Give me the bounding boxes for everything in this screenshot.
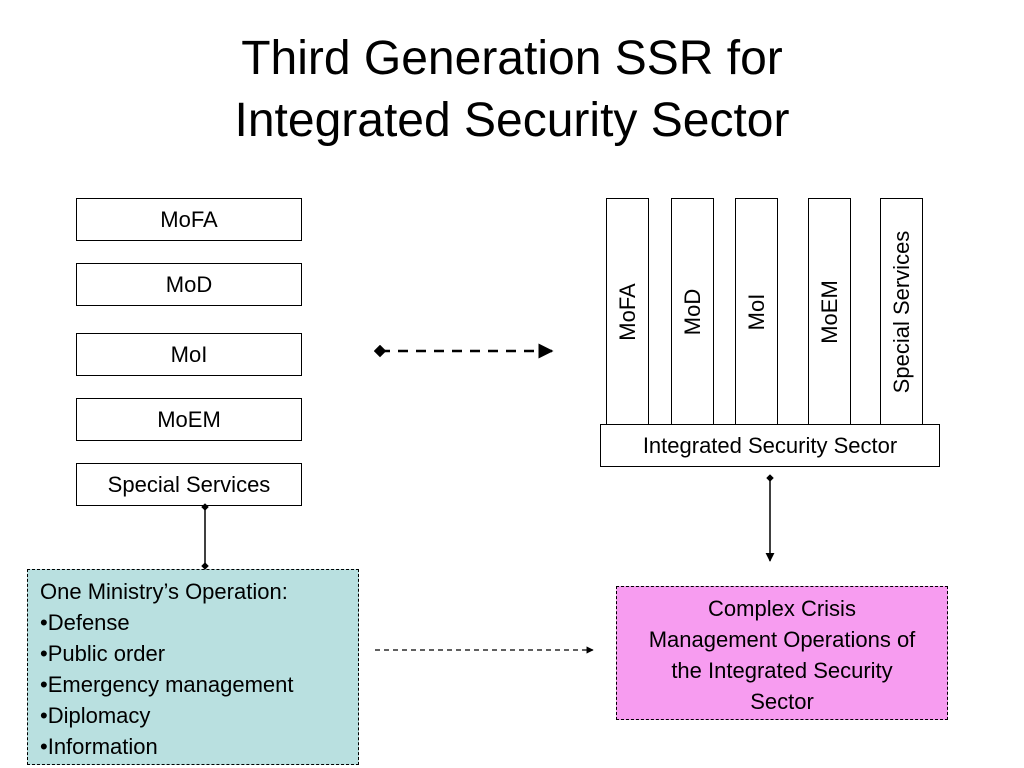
left-unit-mod: MoD xyxy=(76,263,302,306)
right-pillar-moi-label: MoI xyxy=(743,293,769,330)
crisis-line: Management Operations of xyxy=(648,627,916,652)
left-unit-special-services: Special Services xyxy=(76,463,302,506)
right-pillar-moem-label: MoEM xyxy=(816,279,842,344)
ops-item: •Emergency management xyxy=(40,672,294,697)
ops-heading: One Ministry’s Operation: xyxy=(40,579,288,604)
ops-item: •Public order xyxy=(40,641,166,666)
right-pillar-moi: MoI xyxy=(735,198,778,425)
title-line-2: Integrated Security Sector xyxy=(234,94,790,147)
right-pillar-special-services: Special Services xyxy=(880,198,923,425)
right-pillar-mod: MoD xyxy=(671,198,714,425)
integrated-security-sector-box: Integrated Security Sector xyxy=(600,424,940,467)
ops-item: •Diplomacy xyxy=(40,703,151,728)
ops-item: •Defense xyxy=(40,610,130,635)
left-unit-moem: MoEM xyxy=(76,398,302,441)
crisis-line: the Integrated Security xyxy=(671,658,893,683)
crisis-line: Complex Crisis xyxy=(708,596,856,621)
left-unit-moi: MoI xyxy=(76,333,302,376)
complex-crisis-operations-box: Complex Crisis Management Operations of … xyxy=(616,586,948,720)
left-unit-mofa: MoFA xyxy=(76,198,302,241)
ops-item: •Information xyxy=(40,734,158,759)
right-pillar-mod-label: MoD xyxy=(679,288,705,335)
right-pillar-mofa-label: MoFA xyxy=(614,282,640,341)
crisis-line: Sector xyxy=(750,689,814,714)
title-line-1: Third Generation SSR for xyxy=(241,32,783,85)
one-ministry-operation-box: One Ministry’s Operation: •Defense •Publ… xyxy=(27,569,359,765)
right-pillar-moem: MoEM xyxy=(808,198,851,425)
right-pillar-special-services-label: Special Services xyxy=(888,230,914,393)
slide-title: Third Generation SSR for Integrated Secu… xyxy=(0,28,1024,152)
right-pillar-mofa: MoFA xyxy=(606,198,649,425)
